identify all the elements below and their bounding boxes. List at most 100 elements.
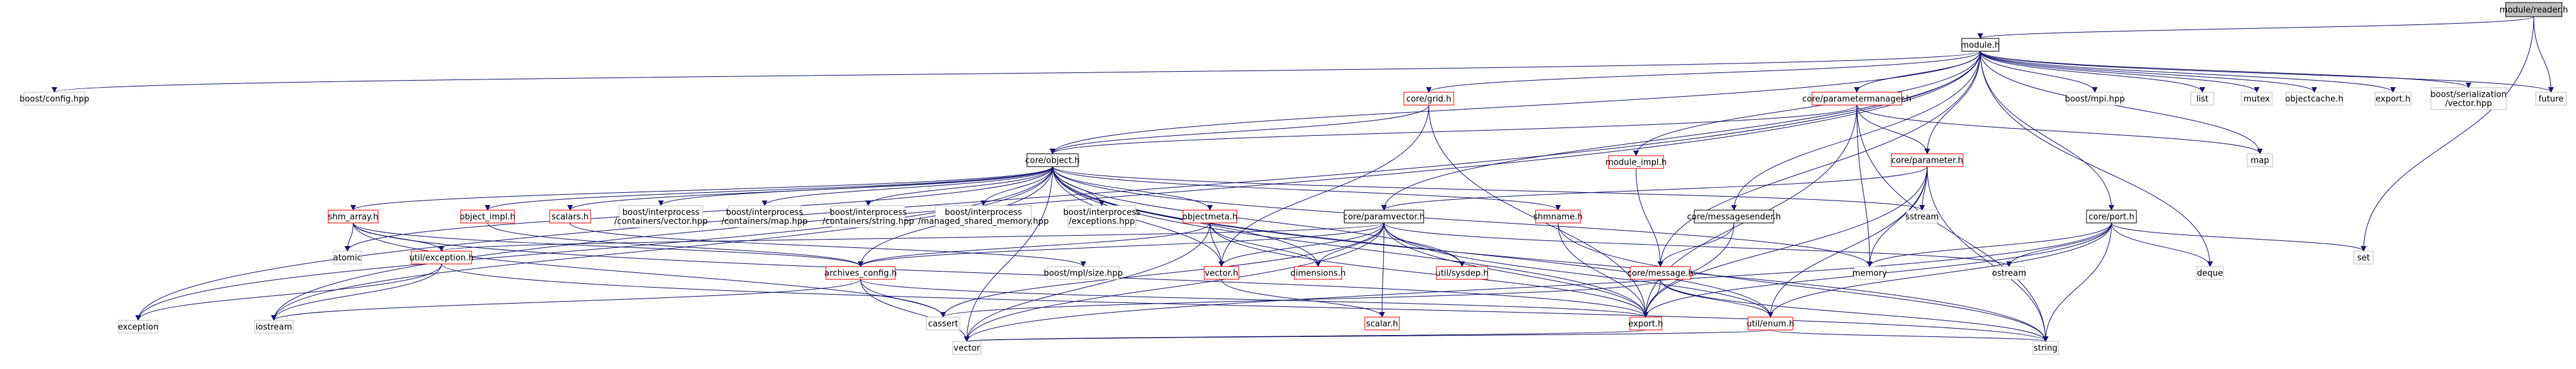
- edge-core-object-to-util-sysdep: [1052, 166, 1465, 267]
- edge-core-message-to-util-enum: [1660, 279, 1774, 318]
- node-label-line: util/sysdep.h: [1435, 269, 1488, 279]
- node-label: scalar.h: [1366, 320, 1398, 329]
- node-box: [549, 209, 591, 224]
- node-module-impl[interactable]: module_impl.h: [1605, 155, 1667, 169]
- node-label: list: [2196, 95, 2208, 104]
- node-export-top: export.h: [2374, 92, 2412, 106]
- node-label-line: archives_config.h: [824, 269, 896, 279]
- edge-objectmeta-to-dimensions: [1209, 222, 1321, 267]
- node-label-line: future: [2538, 95, 2563, 104]
- node-core-grid[interactable]: core/grid.h: [1403, 92, 1454, 106]
- node-dimensions[interactable]: dimensions.h: [1291, 266, 1346, 280]
- edge-module-reader-to-module: [1977, 16, 2534, 39]
- node-box: [1067, 205, 1136, 228]
- edge-core-parametermanager-to-memory: [1856, 104, 1873, 267]
- node-box: [1811, 92, 1902, 106]
- node-label-line: shmname.h: [1534, 213, 1583, 222]
- node-util-sysdep[interactable]: util/sysdep.h: [1435, 266, 1489, 280]
- node-export-main[interactable]: export.h: [1628, 316, 1663, 331]
- edge-object-impl-to-archives-config: [487, 222, 864, 267]
- node-core-parameter[interactable]: core/parameter.h: [1891, 153, 1964, 167]
- node-core-parametermanager[interactable]: core/parametermanager.h: [1802, 92, 1912, 106]
- edge-module-to-deque: [1980, 51, 2213, 267]
- node-core-paramvector[interactable]: core/paramvector.h: [1343, 209, 1425, 224]
- node-label-line: boost/interprocess: [945, 208, 1022, 218]
- node-exception: exception: [118, 320, 159, 334]
- node-box: [1535, 209, 1581, 224]
- node-label: module/reader.h: [2500, 6, 2568, 15]
- node-core-port[interactable]: core/port.h: [2086, 209, 2137, 224]
- node-label: boost/interprocess/containers/map.hpp: [722, 208, 808, 227]
- node-vector-h[interactable]: vector.h: [1204, 266, 1239, 280]
- node-archives-config[interactable]: archives_config.h: [824, 266, 897, 280]
- node-core-message[interactable]: core/message.h: [1627, 266, 1694, 280]
- node-list: list: [2190, 92, 2214, 106]
- edge-core-object-to-object-impl: [484, 166, 1053, 211]
- node-label: iostream: [255, 323, 292, 332]
- node-module-reader[interactable]: module/reader.h: [2500, 2, 2568, 17]
- node-map: map: [2246, 153, 2273, 167]
- node-label-line: core/parameter.h: [1891, 156, 1963, 166]
- edge-objectmeta-to-archives-config: [857, 222, 1211, 267]
- node-label-line: vector: [953, 344, 980, 354]
- node-label: shm_array.h: [328, 213, 379, 222]
- node-boost-serialization-vector: boost/serialization/vector.hpp: [2430, 87, 2507, 110]
- nodes-layer: module/reader.hmodule.hboost/config.hppi…: [19, 2, 2568, 355]
- node-object-impl[interactable]: object_impl.h: [459, 209, 516, 224]
- edge-core-paramvector-to-util-exception: [439, 222, 1385, 252]
- edge-module-to-boost-serialization-vector: [1980, 51, 2472, 88]
- node-label-line: deque: [2197, 269, 2223, 279]
- edge-core-paramvector-to-vector-h: [1218, 222, 1385, 267]
- node-ostream: ostream: [1992, 266, 2026, 280]
- node-module[interactable]: module.h: [1960, 38, 2000, 52]
- node-label: future: [2538, 95, 2563, 104]
- node-label-line: util/enum.h: [1747, 320, 1794, 329]
- edge-module-to-exception: [135, 51, 1981, 321]
- node-box: [2430, 87, 2507, 110]
- node-label-line: boost/mpi.hpp: [2065, 95, 2125, 104]
- node-label-line: util/exception.h: [409, 254, 474, 263]
- node-label: boost/interprocess/containers/vector.hpp: [614, 208, 708, 227]
- node-scalars[interactable]: scalars.h: [549, 209, 591, 224]
- node-label: vector.h: [1205, 269, 1238, 279]
- node-label-line: mutex: [2243, 95, 2270, 104]
- node-shmname[interactable]: shmname.h: [1534, 209, 1583, 224]
- node-label-line: list: [2196, 95, 2208, 104]
- node-shm-array[interactable]: shm_array.h: [328, 209, 379, 224]
- node-scalar[interactable]: scalar.h: [1364, 316, 1400, 331]
- edge-module-to-core-port: [1980, 51, 2115, 211]
- node-label: atomic: [333, 254, 362, 263]
- node-box: [1182, 209, 1237, 224]
- edge-core-port-to-memory: [1866, 222, 2112, 267]
- edge-core-object-to-vector: [964, 166, 1053, 342]
- node-core-messagesender[interactable]: core/messagesender.h: [1687, 209, 1781, 224]
- node-label-line: object_impl.h: [459, 213, 515, 222]
- edge-module-to-boost-mpi: [1980, 51, 2098, 93]
- node-util-enum[interactable]: util/enum.h: [1747, 316, 1794, 331]
- edge-core-object-to-vector-h: [1052, 166, 1225, 267]
- node-objectmeta[interactable]: objectmeta.h: [1182, 209, 1237, 224]
- node-box: [831, 205, 905, 228]
- node-box: [1961, 38, 2000, 52]
- edge-core-parameter-to-core-paramvector: [1381, 166, 1928, 211]
- edge-core-object-to-export-main: [1052, 166, 1649, 318]
- node-util-exception[interactable]: util/exception.h: [409, 250, 474, 265]
- edge-objectmeta-to-export-main: [1209, 222, 1649, 318]
- node-core-object[interactable]: core/object.h: [1026, 153, 1080, 167]
- edge-module-to-core-paramvector: [1381, 51, 1981, 211]
- node-label: boost/serialization/vector.hpp: [2430, 90, 2506, 109]
- node-label-line: boost/interprocess: [830, 208, 907, 218]
- edge-module-reader-to-future: [2533, 16, 2554, 93]
- edge-core-parameter-to-export-main: [1642, 166, 1928, 318]
- node-label: objectmeta.h: [1182, 213, 1237, 222]
- edge-core-object-to-shm-array: [350, 166, 1053, 211]
- edge-core-object-to-bi-map: [761, 166, 1053, 206]
- node-future: future: [2535, 92, 2567, 106]
- node-label: deque: [2197, 269, 2223, 279]
- edge-core-object-to-iostream: [271, 166, 1053, 321]
- node-label-line: /containers/map.hpp: [722, 217, 808, 227]
- edge-module-to-future: [1980, 51, 2554, 93]
- edges-layer: [52, 16, 2554, 342]
- node-label: module.h: [1960, 41, 2000, 51]
- node-label-line: boost/interprocess: [623, 208, 700, 218]
